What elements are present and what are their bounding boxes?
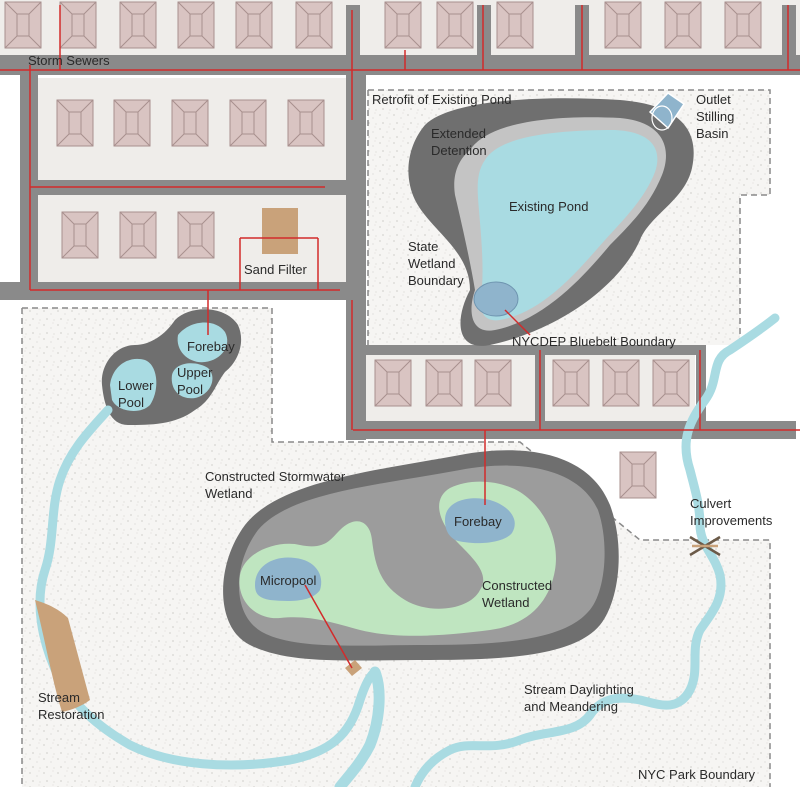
label-upper-pool-1: Upper (177, 365, 213, 380)
label-micropool: Micropool (260, 573, 316, 588)
label-constructed-stormwater-2: Wetland (205, 486, 252, 501)
streams (35, 313, 780, 787)
label-constructed-stormwater-1: Constructed Stormwater (205, 469, 346, 484)
culvert-icon (689, 535, 721, 557)
label-retrofit-pond: Retrofit of Existing Pond (372, 92, 511, 107)
label-forebay-upper: Forebay (187, 339, 235, 354)
label-bluebelt-boundary: NYCDEP Bluebelt Boundary (512, 334, 676, 349)
label-upper-pool-2: Pool (177, 382, 203, 397)
sand-features (35, 208, 298, 712)
label-existing-pond: Existing Pond (509, 199, 589, 214)
label-stream-restoration-2: Restoration (38, 707, 104, 722)
label-lower-pool-1: Lower (118, 378, 154, 393)
label-outlet-1: Outlet (696, 92, 731, 107)
label-extended-detention-2: Detention (431, 143, 487, 158)
label-state-wetland-2: Wetland (408, 256, 455, 271)
label-extended-detention-1: Extended (431, 126, 486, 141)
label-lower-pool-2: Pool (118, 395, 144, 410)
labels: Storm Sewers Retrofit of Existing Pond E… (28, 53, 773, 782)
label-sand-filter: Sand Filter (244, 262, 308, 277)
label-constructed-wetland-1: Constructed (482, 578, 552, 593)
label-stream-restoration-1: Stream (38, 690, 80, 705)
existing-pond-retrofit (408, 92, 694, 346)
label-constructed-wetland-2: Wetland (482, 595, 529, 610)
label-outlet-3: Basin (696, 126, 729, 141)
label-state-wetland-1: State (408, 239, 438, 254)
label-park-boundary: NYC Park Boundary (638, 767, 756, 782)
label-stream-daylighting-2: and Meandering (524, 699, 618, 714)
sand-filter-box (262, 208, 298, 254)
label-culvert-1: Culvert (690, 496, 732, 511)
stream-restoration-area (35, 600, 90, 712)
label-stream-daylighting-1: Stream Daylighting (524, 682, 634, 697)
label-storm-sewers: Storm Sewers (28, 53, 110, 68)
forebay-pool-system (101, 309, 242, 425)
label-state-wetland-3: Boundary (408, 273, 464, 288)
constructed-stormwater-wetland (223, 450, 619, 676)
storm-sewers (0, 5, 800, 669)
boundaries (21, 89, 771, 787)
label-culvert-2: Improvements (690, 513, 773, 528)
label-outlet-2: Stilling (696, 109, 734, 124)
label-forebay-lower: Forebay (454, 514, 502, 529)
